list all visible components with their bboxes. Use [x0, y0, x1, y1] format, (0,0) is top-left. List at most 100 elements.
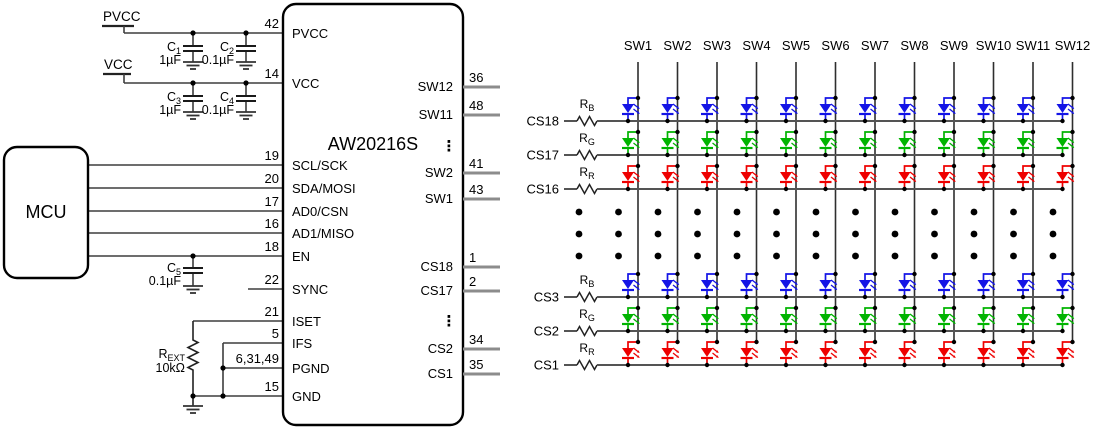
cs-row-label: CS1	[534, 358, 559, 373]
led-green	[740, 129, 759, 158]
mcu-box	[2, 145, 90, 280]
led-red	[1017, 163, 1036, 192]
led-blue	[819, 271, 838, 300]
sw-column-label: SW7	[861, 38, 889, 53]
matrix-ellipsis-dot	[654, 230, 662, 238]
ground-symbol	[235, 111, 257, 120]
pin-label: GND	[292, 389, 321, 404]
row-resistor-label: RB	[580, 97, 595, 113]
junction-dots	[190, 30, 249, 399]
led-blue	[661, 271, 680, 300]
led-red	[859, 163, 878, 192]
matrix-ellipsis-dot	[773, 230, 780, 238]
matrix-ellipsis-dot	[575, 252, 583, 260]
led-red	[622, 163, 641, 192]
cs-row-label: CS3	[534, 290, 559, 305]
capacitor-c5	[182, 256, 204, 294]
pin-label: SDA/MOSI	[292, 181, 356, 196]
led-green	[661, 305, 680, 334]
pin-number: 17	[265, 194, 279, 209]
cap-value-c2: 0.1µF	[202, 53, 235, 67]
sw-column-label: SW10	[976, 38, 1011, 53]
led-blue	[622, 271, 641, 300]
capacitor-c3	[182, 83, 204, 120]
led-red	[661, 163, 680, 192]
cap-ref-c4: C4	[220, 90, 234, 106]
led-red	[701, 339, 720, 368]
led-green	[1017, 129, 1036, 158]
pin-number: 15	[265, 379, 279, 394]
led-blue	[977, 95, 996, 124]
sw-column-label: SW4	[742, 38, 770, 53]
chip-right-pins: 36 SW12 48 SW11 41 SW2 43 SW1 1 CS18 2 C…	[418, 70, 500, 381]
cap-value-c3: 1µF	[159, 103, 181, 117]
resistor-rext	[182, 321, 204, 414]
matrix-ellipsis-dot	[931, 208, 938, 216]
matrix-ellipsis-dot	[1010, 252, 1017, 260]
led-green	[819, 129, 838, 158]
led-red	[938, 163, 957, 192]
led-green	[701, 129, 720, 158]
matrix-ellipsis-dot	[970, 208, 978, 216]
sw-column-label: SW12	[1055, 38, 1090, 53]
mcu-label: MCU	[26, 202, 67, 222]
pin-label: CS17	[420, 283, 453, 298]
matrix-ellipsis-dot	[852, 208, 859, 216]
pin-number: 43	[469, 182, 483, 197]
row-resistor-label: RG	[579, 131, 595, 147]
ground-symbol	[182, 111, 204, 120]
led-green	[819, 305, 838, 334]
ground-symbol	[182, 405, 204, 414]
led-blue	[701, 95, 720, 124]
row-resistor	[576, 290, 598, 304]
pin-label: AD0/CSN	[292, 204, 348, 219]
capacitor-c4	[235, 83, 257, 120]
led-red	[1056, 163, 1075, 192]
led-green	[938, 305, 957, 334]
sw-column-label: SW3	[703, 38, 731, 53]
matrix-ellipsis-dot	[733, 252, 741, 260]
vcc-terminal-label: VCC	[104, 57, 133, 72]
chip-box	[281, 2, 465, 427]
led-blue	[780, 271, 799, 300]
pin-label: PGND	[292, 361, 330, 376]
row-resistor-label: RR	[579, 165, 595, 181]
cap-ref-c1: C1	[167, 40, 181, 56]
led-green	[859, 129, 878, 158]
matrix-ellipsis-dot	[852, 230, 859, 238]
pin-label: PVCC	[292, 26, 328, 41]
pin-label: CS2	[428, 341, 453, 356]
led-green	[938, 129, 957, 158]
chip-left-pins: 42 PVCC 14 VCC 19 SCL/SCK 20 SDA/MOSI 17…	[236, 16, 356, 404]
led-green	[780, 305, 799, 334]
row-resistor-label: RG	[579, 307, 595, 323]
matrix-ellipsis-dot	[1049, 230, 1057, 238]
row-resistor	[576, 148, 598, 162]
row-resistor	[576, 358, 598, 372]
led-red	[740, 163, 759, 192]
pin-number: 16	[265, 216, 279, 231]
pin-label: IFS	[292, 336, 313, 351]
matrix-ellipsis-dot	[575, 208, 583, 216]
led-red	[622, 339, 641, 368]
pin-label: SCL/SCK	[292, 158, 348, 173]
cap-ref-c2: C2	[220, 40, 234, 56]
sw-pins-ellipsis: ⋮	[442, 138, 457, 155]
pin-label: CS18	[420, 259, 453, 274]
led-red	[938, 339, 957, 368]
led-red	[859, 339, 878, 368]
led-green	[977, 305, 996, 334]
led-blue	[1017, 95, 1036, 124]
pin-number: 14	[265, 66, 279, 81]
matrix-ellipsis-dot	[812, 230, 820, 238]
led-blue	[1056, 271, 1075, 300]
led-green	[661, 129, 680, 158]
matrix-ellipsis-dot	[931, 230, 938, 238]
cap-ref-c5: C5	[167, 261, 181, 277]
led-green	[859, 305, 878, 334]
capacitor-c1	[182, 33, 204, 70]
